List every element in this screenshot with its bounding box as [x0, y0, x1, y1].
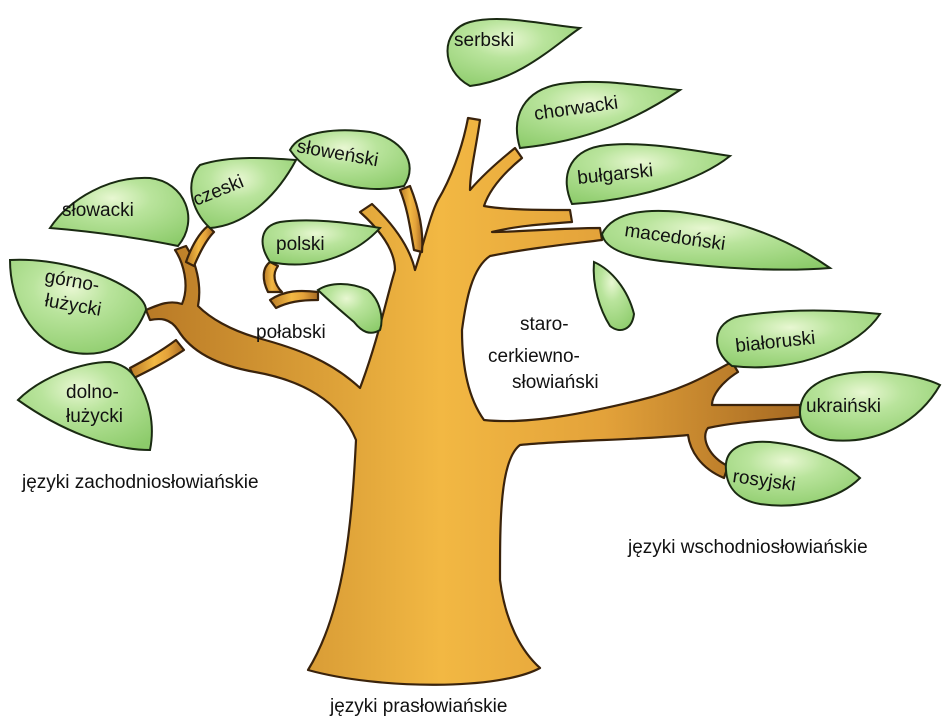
leaf-czeski: [190, 157, 298, 230]
leaf-ocs-small: [592, 260, 636, 331]
leaf-bialoruski: [716, 309, 882, 369]
leaf-rosyjski: [724, 440, 862, 507]
leaf-slowenski: [288, 129, 411, 190]
leaf-ukrainski: [798, 370, 942, 442]
leaves: [8, 17, 942, 507]
label-dolnoluzycki-2: łużycki: [66, 406, 123, 427]
label-polski: polski: [276, 234, 325, 255]
label-polabski: połabski: [256, 322, 326, 343]
label-ukrainski: ukraiński: [806, 396, 881, 417]
leaf-dolnoluzycki: [16, 360, 153, 452]
leaf-slowacki: [48, 176, 190, 248]
west-slavic-label: języki zachodniosłowiańskie: [21, 472, 259, 493]
label-dolnoluzycki-1: dolno-: [66, 382, 119, 403]
branch-slowenski: [398, 184, 424, 254]
ocs-label-line-1: staro-: [520, 314, 569, 335]
leaf-chorwacki: [515, 80, 683, 150]
label-serbski: serbski: [454, 30, 514, 51]
leaf-serbski: [446, 17, 583, 88]
leaf-gornoluzycki: [8, 258, 148, 355]
label-slowacki: słowacki: [62, 200, 134, 221]
branch-polski: [262, 260, 284, 294]
branch-polabski: [268, 289, 320, 310]
east-slavic-label: języki wschodniosłowiańskie: [627, 537, 868, 558]
leaf-bulgarski: [565, 143, 733, 206]
ocs-label-line-3: słowiański: [512, 372, 599, 393]
branch-czeski: [184, 224, 216, 268]
leaf-macedonski: [600, 209, 833, 271]
leaf-polabski: [316, 283, 383, 334]
leaf-polski: [261, 219, 382, 266]
branch-dolno: [128, 338, 186, 380]
group-labels: staro- cerkiewno- słowiański języki zach…: [21, 314, 868, 717]
ocs-label-line-2: cerkiewno-: [488, 346, 580, 367]
proto-slavic-label: języki prasłowiańskie: [329, 696, 507, 717]
trunk-body: [144, 116, 802, 686]
